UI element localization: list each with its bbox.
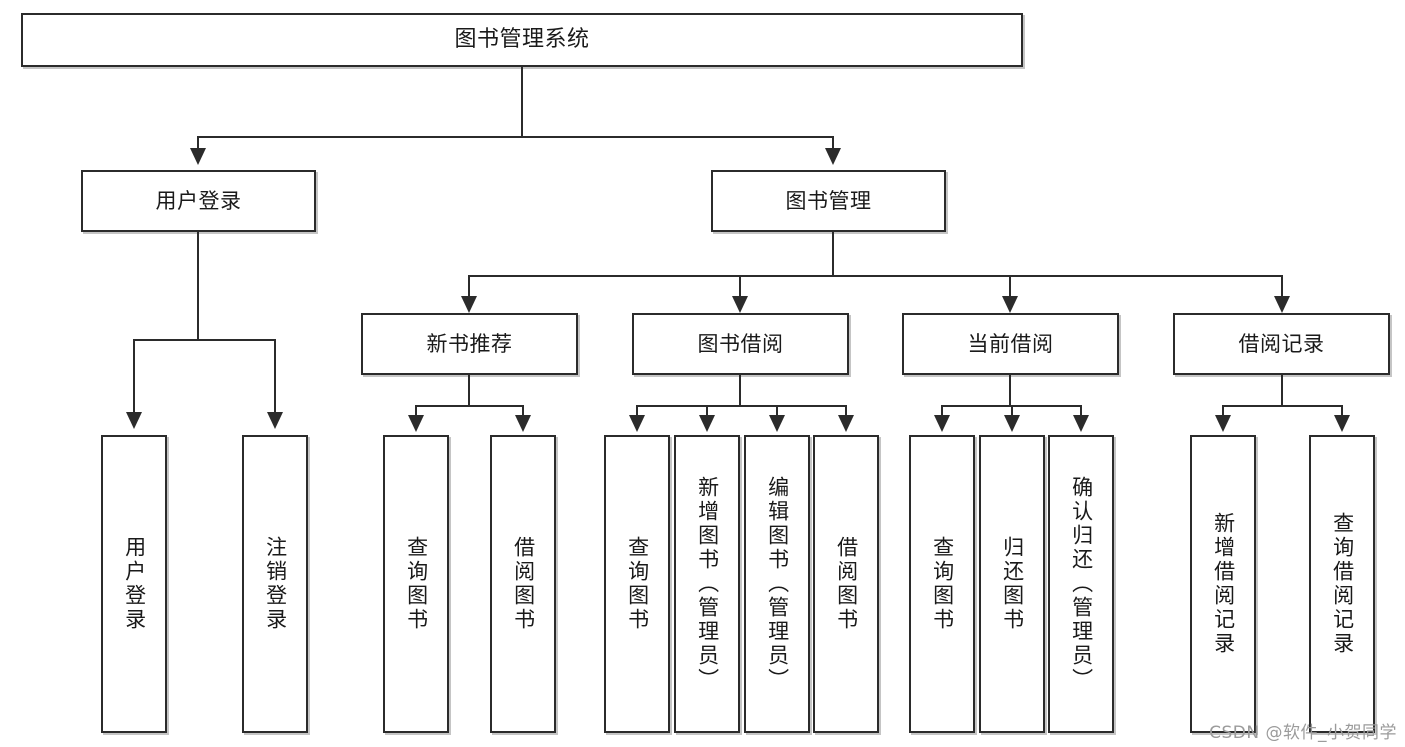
- connector-nbr-bus: [415, 405, 524, 407]
- node-label: 归还图书: [1000, 536, 1025, 632]
- arrowhead-leaf-add-book: [699, 415, 715, 432]
- connector-drop-leaf-return-book: [1011, 405, 1013, 419]
- connector-drop-leaf-edit-book: [776, 405, 778, 419]
- connector-drop-leaf-query-book-3: [941, 405, 943, 419]
- node-label: 新增图书（管理员）: [695, 476, 720, 692]
- leaf-add-book[interactable]: 新增图书（管理员）: [674, 435, 740, 733]
- connector-drop-book-management: [832, 136, 834, 153]
- leaf-query-book-3[interactable]: 查询图书: [909, 435, 975, 733]
- node-label: 查询图书: [404, 536, 429, 632]
- leaf-confirm-return[interactable]: 确认归还（管理员）: [1048, 435, 1114, 733]
- arrowhead-leaf-logout-login: [267, 412, 283, 429]
- node-label: 查询图书: [625, 536, 650, 632]
- arrowhead-leaf-user-login: [126, 412, 142, 429]
- node-label: 查询借阅记录: [1330, 512, 1355, 656]
- arrowhead-leaf-borrow-book-1: [515, 415, 531, 432]
- node-label: 借阅图书: [511, 536, 536, 632]
- connector-cb-stem: [1009, 375, 1011, 406]
- node-current-borrow[interactable]: 当前借阅: [902, 313, 1119, 375]
- arrowhead-new-book-recommend: [461, 296, 477, 313]
- leaf-query-record[interactable]: 查询借阅记录: [1309, 435, 1375, 733]
- node-book-management[interactable]: 图书管理: [711, 170, 946, 232]
- node-book-borrow[interactable]: 图书借阅: [632, 313, 849, 375]
- connector-drop-leaf-borrow-book-2: [845, 405, 847, 419]
- leaf-query-book-1[interactable]: 查询图书: [383, 435, 449, 733]
- connector-drop-current-borrow: [1009, 275, 1011, 302]
- connector-br-bus: [1222, 405, 1342, 407]
- leaf-borrow-book-1[interactable]: 借阅图书: [490, 435, 556, 733]
- connector-root-stem: [521, 67, 523, 137]
- arrowhead-leaf-query-book-1: [408, 415, 424, 432]
- node-label: 新书推荐: [426, 331, 513, 356]
- leaf-return-book[interactable]: 归还图书: [979, 435, 1045, 733]
- node-label: 用户登录: [155, 188, 242, 213]
- leaf-user-login[interactable]: 用户登录: [101, 435, 167, 733]
- arrowhead-borrow-record: [1274, 296, 1290, 313]
- arrowhead-leaf-add-record: [1215, 415, 1231, 432]
- arrowhead-current-borrow: [1002, 296, 1018, 313]
- node-label: 用户登录: [122, 536, 147, 632]
- connector-bb-bus: [636, 405, 846, 407]
- arrowhead-leaf-edit-book: [769, 415, 785, 432]
- leaf-add-record[interactable]: 新增借阅记录: [1190, 435, 1256, 733]
- node-label: 编辑图书（管理员）: [765, 476, 790, 692]
- node-label: 确认归还（管理员）: [1069, 476, 1094, 692]
- leaf-query-book-2[interactable]: 查询图书: [604, 435, 670, 733]
- connector-drop-leaf-query-record: [1341, 405, 1343, 419]
- connector-drop-leaf-logout-login: [274, 339, 276, 416]
- connector-drop-leaf-add-book: [706, 405, 708, 419]
- node-label: 当前借阅: [967, 331, 1054, 356]
- arrowhead-leaf-query-record: [1334, 415, 1350, 432]
- connector-drop-user-login: [197, 136, 199, 153]
- connector-book-management-stem: [832, 232, 834, 276]
- connector-drop-leaf-query-book-1: [415, 405, 417, 419]
- connector-drop-leaf-query-book-2: [636, 405, 638, 419]
- node-label: 图书管理系统: [454, 27, 590, 53]
- node-label: 注销登录: [263, 536, 288, 632]
- leaf-logout-login[interactable]: 注销登录: [242, 435, 308, 733]
- csdn-watermark: CSDN @软件_小贺同学: [1209, 723, 1397, 743]
- arrowhead-leaf-borrow-book-2: [838, 415, 854, 432]
- connector-drop-book-borrow: [739, 275, 741, 302]
- connector-nbr-stem: [468, 375, 470, 406]
- connector-bb-stem: [739, 375, 741, 406]
- leaf-edit-book[interactable]: 编辑图书（管理员）: [744, 435, 810, 733]
- connector-user-login-bus: [133, 339, 276, 341]
- connector-drop-leaf-user-login: [133, 339, 135, 416]
- arrowhead-leaf-query-book-3: [934, 415, 950, 432]
- connector-drop-leaf-confirm-return: [1080, 405, 1082, 419]
- arrowhead-book-borrow: [732, 296, 748, 313]
- connector-level2-bus: [468, 275, 1283, 277]
- arrowhead-leaf-confirm-return: [1073, 415, 1089, 432]
- connector-drop-leaf-add-record: [1222, 405, 1224, 419]
- connector-drop-new-book-recommend: [468, 275, 470, 302]
- leaf-borrow-book-2[interactable]: 借阅图书: [813, 435, 879, 733]
- arrowhead-book-management: [825, 148, 841, 165]
- node-user-login[interactable]: 用户登录: [81, 170, 316, 232]
- arrowhead-leaf-return-book: [1004, 415, 1020, 432]
- node-book-management-system[interactable]: 图书管理系统: [21, 13, 1023, 67]
- node-label: 借阅记录: [1238, 331, 1325, 356]
- node-label: 新增借阅记录: [1211, 512, 1236, 656]
- connector-user-login-stem: [197, 232, 199, 340]
- node-borrow-record[interactable]: 借阅记录: [1173, 313, 1390, 375]
- node-label: 图书管理: [785, 188, 872, 213]
- connector-root-bus: [197, 136, 834, 138]
- arrowhead-user-login: [190, 148, 206, 165]
- node-label: 借阅图书: [834, 536, 859, 632]
- arrowhead-leaf-query-book-2: [629, 415, 645, 432]
- node-label: 图书借阅: [697, 331, 784, 356]
- connector-br-stem: [1281, 375, 1283, 406]
- connector-drop-leaf-borrow-book-1: [522, 405, 524, 419]
- node-label: 查询图书: [930, 536, 955, 632]
- node-new-book-recommend[interactable]: 新书推荐: [361, 313, 578, 375]
- connector-drop-borrow-record: [1281, 275, 1283, 302]
